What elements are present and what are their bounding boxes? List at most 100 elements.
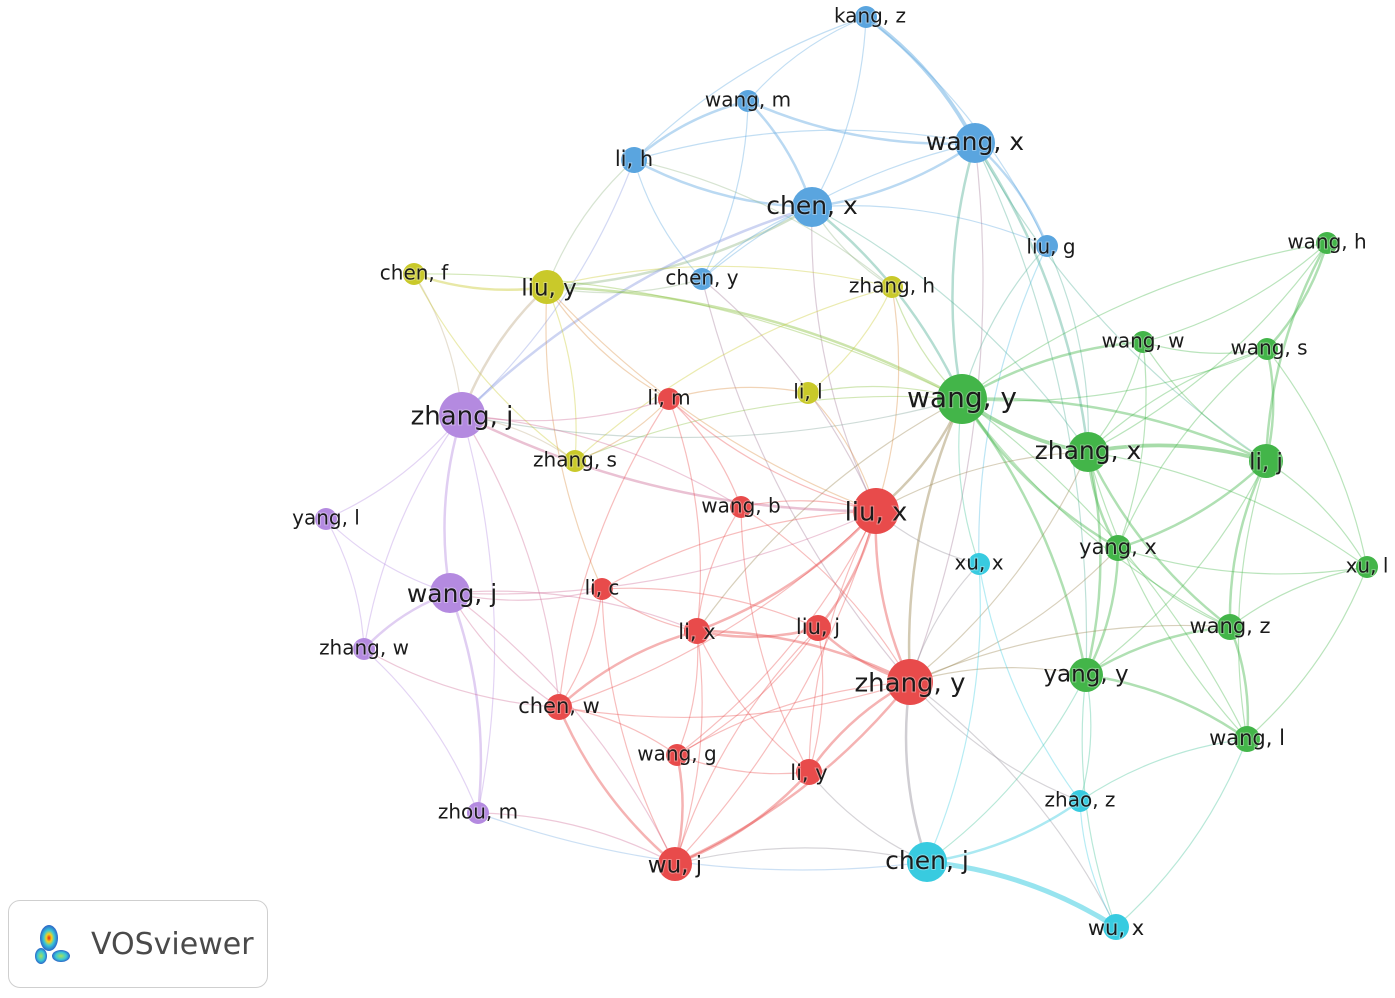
node-zhang_w[interactable] [353,638,375,660]
edge-wang_x-chen_y [701,142,976,280]
node-liu_j[interactable] [805,615,831,641]
node-label-liu_j: liu, j [796,615,840,639]
node-li_h[interactable] [621,147,647,173]
edge-wang_l-zhao_z [1079,738,1248,802]
edge-wang_y-zhang_j [461,398,963,439]
node-chen_x[interactable] [792,187,832,227]
node-label-yang_l: yang, l [292,506,360,530]
node-li_j[interactable] [1249,444,1283,478]
edge-liu_x-zhang_y [874,510,912,683]
node-wang_l[interactable] [1234,726,1260,752]
node-li_x[interactable] [684,618,710,644]
edge-zhang_x-wang_z [1086,451,1231,628]
edge-yang_x-xu_l [1117,547,1368,575]
edge-li_h-chen_x [633,158,813,209]
edge-zhang_j-wang_j [443,414,464,594]
edge-liu_j-li_y [808,627,824,773]
node-wang_y[interactable] [937,374,987,424]
node-zhang_h[interactable] [881,276,903,298]
edge-wang_s-yang_x [1117,348,1268,549]
node-chen_w[interactable] [546,694,572,720]
node-zhang_y[interactable] [887,659,933,705]
node-label-chen_w: chen, w [518,694,600,718]
node-wang_z[interactable] [1217,614,1243,640]
node-yang_y[interactable] [1069,658,1103,692]
edge-liu_x-li_x [696,510,877,633]
node-li_l[interactable] [797,382,819,404]
node-li_y[interactable] [796,759,822,785]
edge-li_h-wang_x [633,129,976,161]
edge-zhang_j-chen_w [461,414,560,708]
edge-zhang_x-li_j [1087,443,1267,463]
edge-chen_x-liu_g [811,205,1048,247]
edge-li_h-zhang_j [461,159,635,416]
node-label-wang_x: wang, x [926,127,1024,156]
edge-liu_y-liu_x [546,286,877,512]
node-label-xu_x: xu, x [954,551,1003,575]
node-yang_l[interactable] [315,508,337,530]
node-wu_x[interactable] [1103,914,1129,940]
node-wang_h[interactable] [1316,232,1338,254]
edge-liu_x-wu_j [674,510,877,865]
edge-chen_f-wang_y [413,273,963,400]
node-label-wang_h: wang, h [1287,230,1366,254]
edge-li_j-yang_x [1117,460,1267,550]
edge-yang_l-zhang_w [325,518,365,650]
node-wang_s[interactable] [1256,338,1278,360]
edge-zhao_z-wu_x [1079,800,1117,928]
edge-wang_l-wu_x [1115,738,1248,928]
edge-wang_s-zhang_x [1087,348,1268,453]
node-liu_x[interactable] [853,488,899,534]
edge-zhang_h-liu_x [875,286,900,512]
node-label-yang_y: yang, y [1043,662,1128,688]
node-wu_j[interactable] [658,847,692,881]
node-wang_x[interactable] [955,123,995,163]
node-zhang_j[interactable] [439,392,485,438]
node-label-chen_f: chen, f [380,261,449,285]
edge-yang_y-chen_j [926,674,1087,863]
edge-wang_s-wang_y [961,348,1268,402]
edge-li_x-chen_w [558,629,698,708]
edge-wang_z-zhang_y [909,624,1231,683]
node-wang_b[interactable] [730,496,752,518]
node-zhao_z[interactable] [1069,790,1091,812]
node-label-wu_j: wu, j [648,853,702,879]
node-chen_y[interactable] [691,268,713,290]
node-wang_m[interactable] [737,90,759,112]
edge-zhang_h-li_l [807,286,893,394]
node-label-liu_y: liu, y [521,276,577,302]
node-li_c[interactable] [591,578,613,600]
node-chen_j[interactable] [907,842,947,882]
node-wang_w[interactable] [1132,331,1154,353]
edge-wang_y-li_x [696,398,963,632]
edge-wang_y-yang_x [960,398,1119,550]
node-label-zhao_z: zhao, z [1045,788,1116,812]
node-wang_j[interactable] [430,573,470,613]
edge-liu_y-zhang_h [546,265,893,288]
edge-wang_x-wang_y [951,142,977,400]
node-zhang_x[interactable] [1068,432,1108,472]
node-label-zhang_x: zhang, x [1035,436,1142,465]
node-zhang_s[interactable] [564,450,586,472]
node-wang_g[interactable] [666,744,688,766]
node-xu_l[interactable] [1356,556,1378,578]
node-label-zhang_w: zhang, w [319,636,409,660]
edge-zhang_s-li_m [574,398,670,462]
edge-li_m-chen_w [558,398,670,708]
node-kang_z[interactable] [855,6,877,28]
edge-zhang_w-chen_w [363,648,560,708]
edge-zhang_j-li_m [461,398,670,422]
node-zhou_m[interactable] [467,802,489,824]
edge-li_x-liu_j [696,626,819,639]
node-li_m[interactable] [658,388,680,410]
edge-zhang_y-wang_g [676,681,911,756]
node-liu_y[interactable] [530,270,564,304]
edge-xu_x-zhao_z [978,563,1081,802]
node-chen_f[interactable] [403,263,425,285]
edge-wang_w-li_j [1142,341,1267,462]
node-liu_g[interactable] [1036,235,1058,257]
node-xu_x[interactable] [968,553,990,575]
edge-kang_z-wang_x [864,15,977,144]
node-yang_x[interactable] [1105,535,1131,561]
